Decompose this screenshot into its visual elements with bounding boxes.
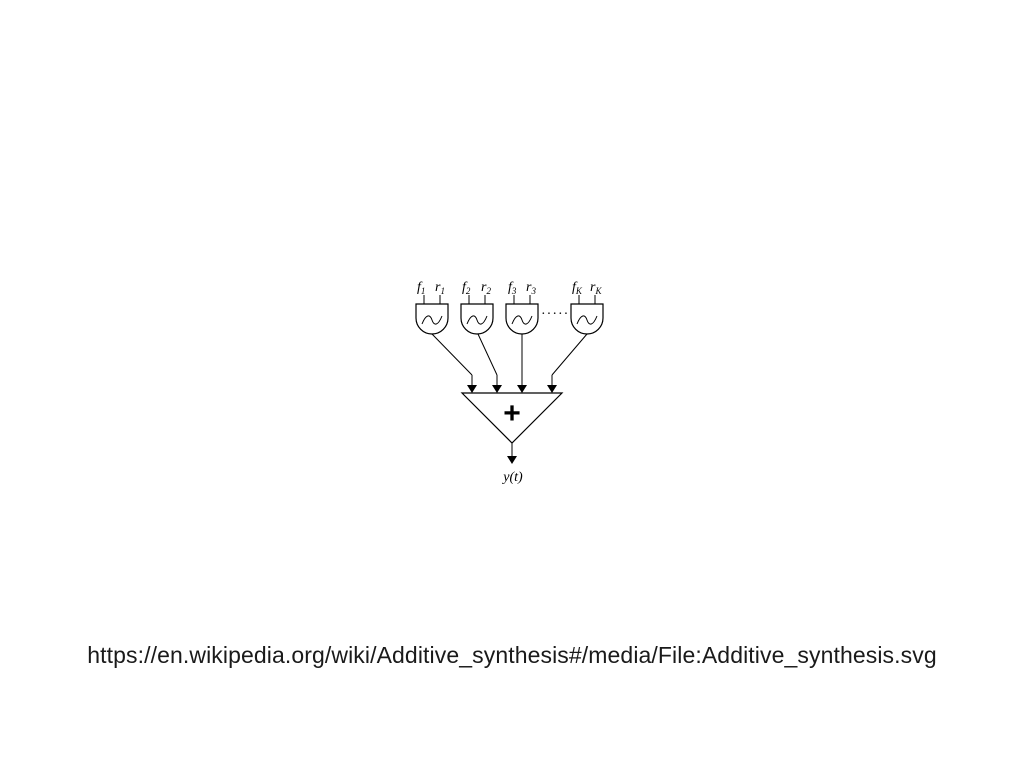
sine-wave-icon <box>466 315 488 325</box>
source-url: https://en.wikipedia.org/wiki/Additive_s… <box>87 642 937 668</box>
ellipsis: ····· <box>541 307 569 322</box>
connector-k <box>551 333 588 376</box>
connector-1 <box>431 333 473 376</box>
plus-icon: + <box>503 397 521 430</box>
adder-triangle <box>460 392 564 444</box>
connector-2 <box>477 333 498 376</box>
adder: + <box>460 392 564 464</box>
osc1-amp-label: r1 <box>435 280 445 296</box>
osc1-freq-label: f1 <box>417 280 425 296</box>
oscillator-2: f2 r2 <box>460 280 502 393</box>
osc2-freq-label: f2 <box>462 280 471 296</box>
oscillator-1: f1 r1 <box>415 280 477 393</box>
oscK-amp-label: rK <box>590 280 602 296</box>
oscillator-k: fK rK <box>547 280 604 393</box>
sine-wave-icon <box>576 315 598 325</box>
oscK-freq-label: fK <box>572 280 583 296</box>
osc3-amp-label: r3 <box>526 280 536 296</box>
sine-wave-icon <box>421 315 443 325</box>
osc3-freq-label: f3 <box>508 280 517 296</box>
oscillator-3: f3 r3 <box>505 280 539 393</box>
osc2-amp-label: r2 <box>481 280 491 296</box>
sine-wave-icon <box>511 315 533 325</box>
output-label: y(t) <box>501 470 523 485</box>
